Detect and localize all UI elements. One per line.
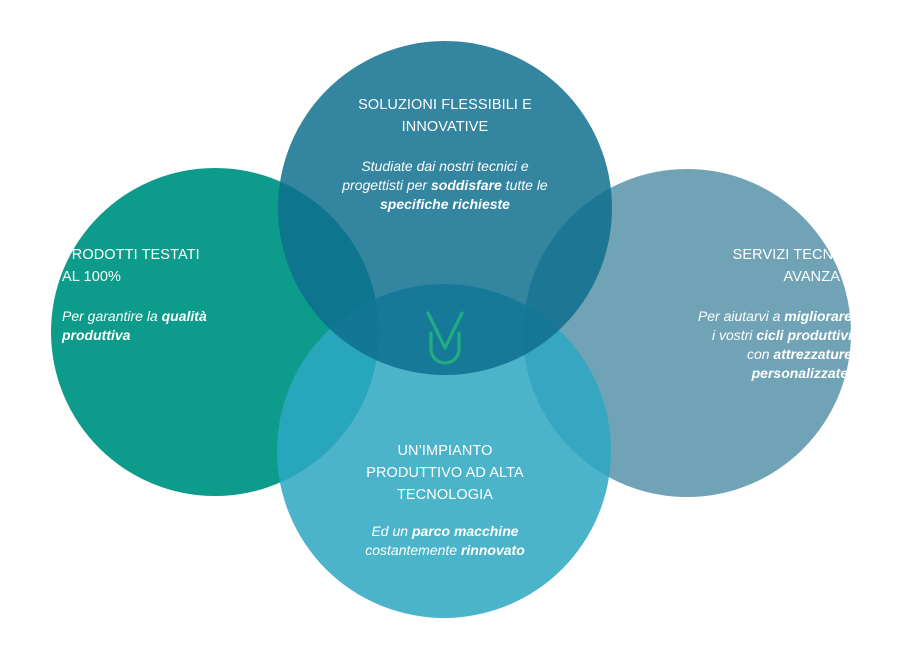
- right-circle-text: SERVIZI TECNICI AVANZATI Per aiutarvi a …: [600, 244, 852, 383]
- left-circle-title: PRODOTTI TESTATI AL 100%: [62, 247, 200, 285]
- left-circle-text: PRODOTTI TESTATI AL 100% Per garantire l…: [62, 244, 292, 345]
- bottom-circle-title: UN’IMPIANTO PRODUTTIVO AD ALTA TECNOLOGI…: [366, 443, 524, 503]
- right-circle-description: Per aiutarvi a migliorare i vostri cicli…: [697, 308, 852, 381]
- bottom-circle-text: UN’IMPIANTO PRODUTTIVO AD ALTA TECNOLOGI…: [300, 440, 590, 560]
- circle-production-plant: [277, 284, 611, 618]
- bottom-circle-description: Ed un parco macchine costantemente rinno…: [365, 523, 525, 558]
- right-circle-title: SERVIZI TECNICI AVANZATI: [732, 247, 852, 285]
- circle-flexible-solutions: [278, 41, 612, 375]
- top-circle-text: SOLUZIONI FLESSIBILI E INNOVATIVE Studia…: [300, 94, 590, 214]
- vu-monogram-icon: [426, 311, 464, 365]
- left-circle-description: Per garantire la qualità produttiva: [62, 308, 207, 343]
- top-circle-title: SOLUZIONI FLESSIBILI E INNOVATIVE: [358, 97, 532, 135]
- top-circle-description: Studiate dai nostri tecnici e progettist…: [342, 158, 548, 212]
